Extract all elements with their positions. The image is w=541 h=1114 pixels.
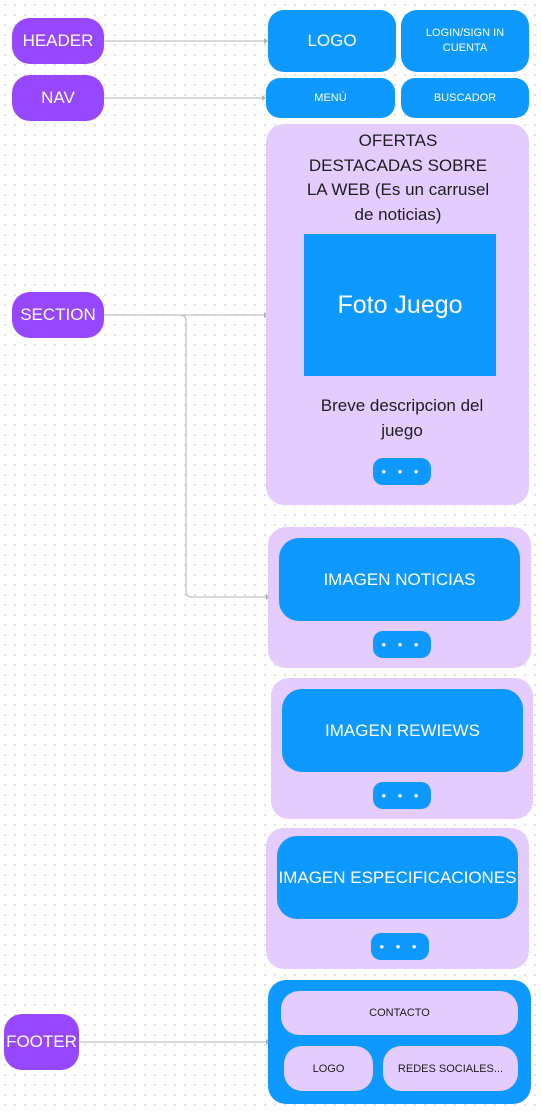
reviews-dots: • • • (373, 782, 431, 809)
offers-carousel-dots: • • • (373, 458, 431, 485)
footer-logo-box: LOGO (284, 1046, 373, 1091)
header-logo-box: LOGO (268, 10, 396, 72)
reviews-image: IMAGEN REWIEWS (282, 689, 523, 772)
specs-image: IMAGEN ESPECIFICACIONES (277, 836, 518, 919)
footer-label: FOOTER (4, 1014, 79, 1070)
game-description: Breve descripcion del juego (320, 396, 484, 440)
news-image: IMAGEN NOTICIAS (279, 538, 520, 621)
section-label: SECTION (12, 292, 104, 338)
news-dots: • • • (373, 631, 431, 658)
social-networks-box: REDES SOCIALES... (383, 1046, 518, 1091)
contact-box: CONTACTO (281, 991, 518, 1035)
offers-title: OFERTAS DESTACADAS SOBRE LA WEB (Es un c… (306, 131, 490, 224)
header-label: HEADER (12, 18, 104, 64)
menu-box: MENÚ (266, 78, 395, 118)
specs-dots: • • • (371, 933, 429, 960)
nav-label: NAV (12, 75, 104, 121)
search-box: BUSCADOR (401, 78, 529, 118)
login-signin-box: LOGIN/SIGN IN CUENTA (401, 10, 529, 72)
game-photo: Foto Juego (304, 234, 496, 376)
